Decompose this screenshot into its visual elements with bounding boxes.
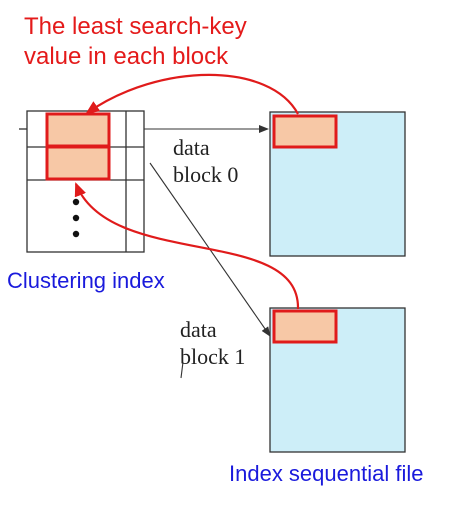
red-arrow-block-1-to-index [74, 182, 300, 310]
data-block-0-label-line-1: data [173, 135, 210, 160]
data-block-1-label-line-1: data [180, 317, 217, 342]
data-block-1-label: data block 1 [180, 316, 245, 370]
annotation-title: The least search-key value in each block [24, 12, 247, 72]
data-block-1-label-line-2: block 1 [180, 344, 246, 369]
data-block-0-first-key [272, 114, 338, 149]
index-key-cell-0 [45, 112, 111, 148]
data-block-0-label-line-2: block 0 [173, 162, 239, 187]
red-arrow-block-0-to-index [85, 73, 299, 115]
index-sequential-file-caption: Index sequential file [229, 461, 424, 486]
stray-tick-mark [180, 361, 184, 379]
annotation-line-1: The least search-key [24, 13, 247, 40]
data-block-1-first-key [272, 309, 338, 344]
data-block-0-label: data block 0 [173, 134, 238, 188]
clustering-index-caption: Clustering index [7, 268, 165, 293]
ellipsis-dots [72, 198, 80, 238]
annotation-line-2: value in each block [24, 43, 229, 70]
index-key-cell-1 [45, 145, 111, 181]
